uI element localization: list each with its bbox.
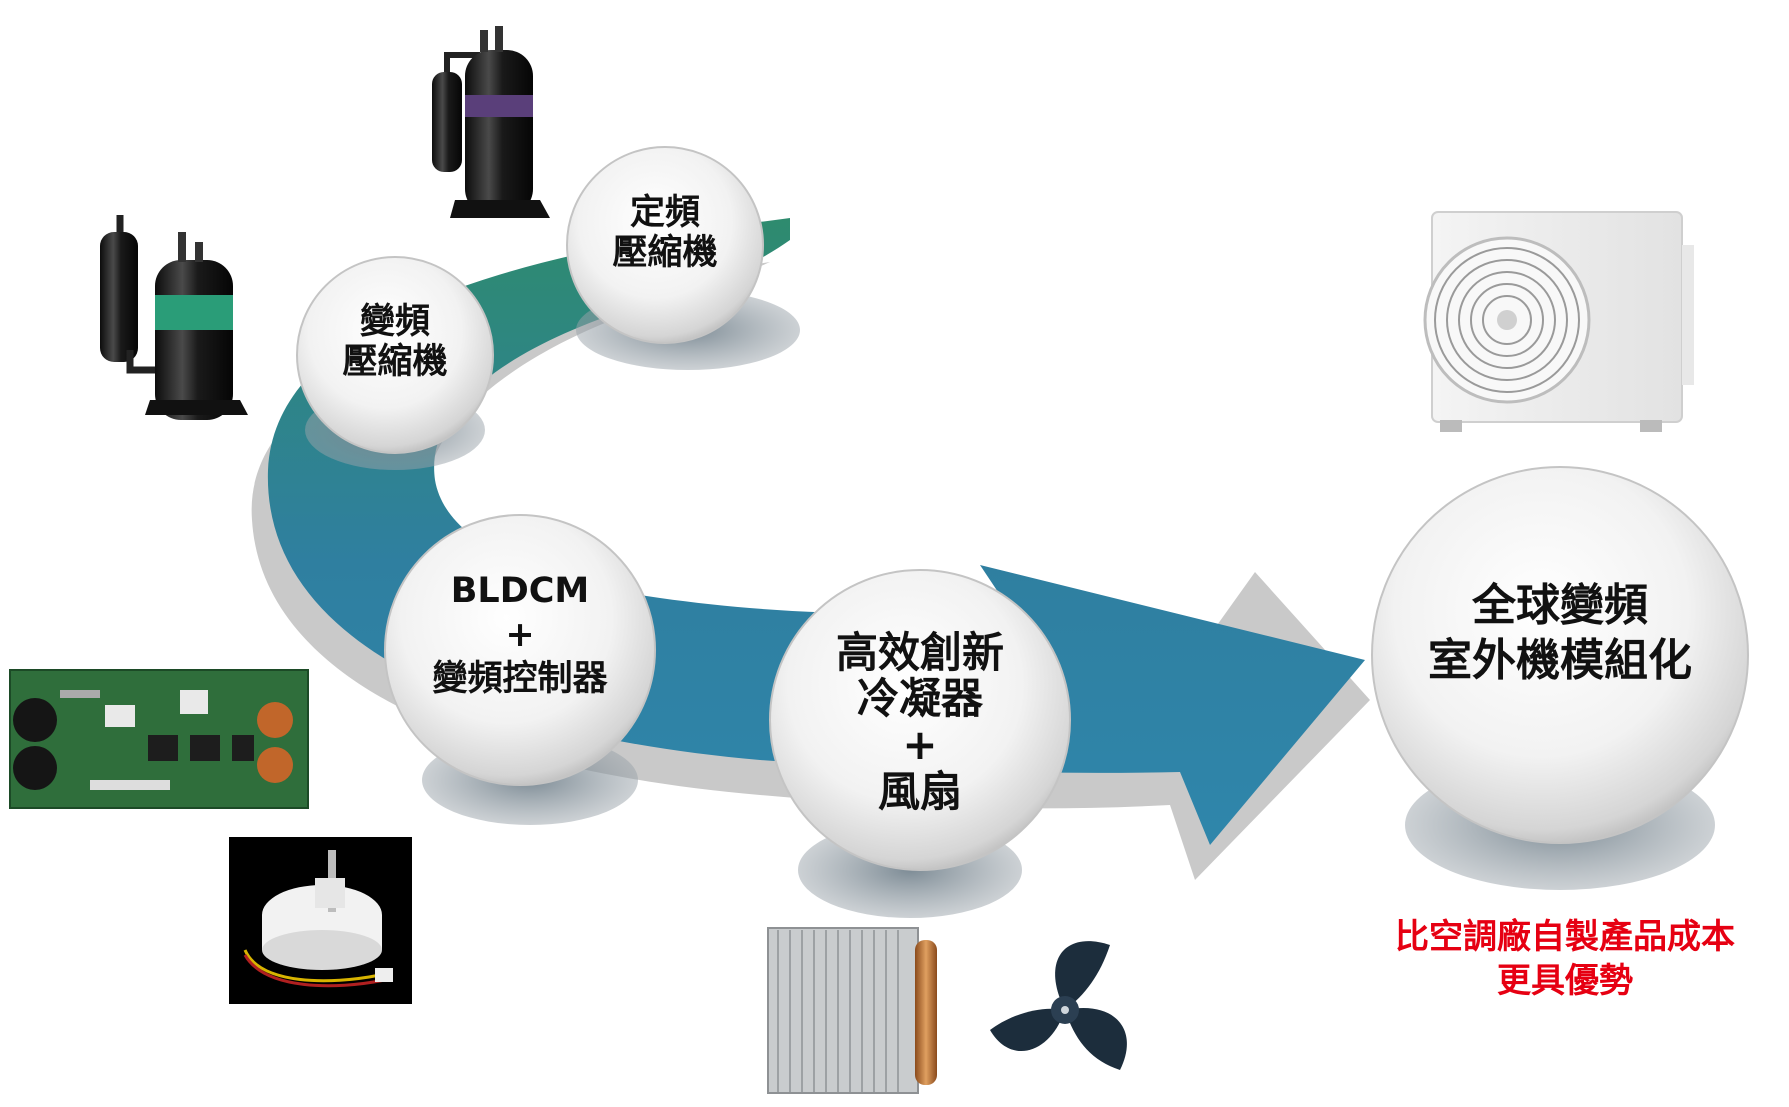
goal-line-1: 全球變頻	[1472, 580, 1648, 631]
bldcm-line-1: BLDCM	[450, 571, 590, 611]
condenser-line-3: +	[902, 720, 938, 770]
fixed-compressor-image	[413, 8, 565, 234]
fixed-compressor-line-2: 壓縮機	[612, 233, 718, 274]
condenser-line-2: 冷凝器	[856, 674, 983, 724]
fixed-compressor-label: 定頻 壓縮機	[585, 193, 745, 274]
inverter-compressor-label: 變頻 壓縮機	[315, 302, 475, 383]
stage-inverter-compressor	[296, 256, 494, 470]
fixed-compressor-line-1: 定頻	[629, 193, 700, 233]
condenser-line-1: 高效創新	[835, 628, 1004, 677]
inverter-compressor-line-2: 壓縮機	[342, 342, 448, 383]
bldcm-line-2: +	[505, 614, 535, 655]
control-board-image	[9, 669, 309, 809]
fan-motor-image	[229, 837, 412, 1004]
condenser-image	[760, 920, 940, 1100]
bldcm-label: BLDCM + 變頻控制器	[395, 570, 645, 701]
goal-line-2: 室外機模組化	[1428, 635, 1692, 686]
inverter-compressor-image	[88, 192, 256, 440]
inverter-compressor-line-1: 變頻	[359, 302, 430, 342]
condenser-line-4: 風扇	[877, 766, 962, 816]
bldcm-line-3: 變頻控制器	[432, 658, 608, 699]
stage-fixed-compressor	[566, 146, 800, 370]
fan-blade-image	[985, 930, 1145, 1090]
stage-bldcm	[384, 514, 656, 825]
stage-condenser	[769, 569, 1071, 918]
outdoor-unit-image	[1423, 210, 1695, 440]
stage-goal	[1371, 466, 1749, 890]
cost-advantage-note: 比空調廠自製產品成本 更具優勢	[1350, 915, 1780, 1003]
condenser-label: 高效創新 冷凝器 + 風扇	[800, 628, 1040, 816]
cost-advantage-line-1: 比空調廠自製產品成本	[1395, 917, 1735, 957]
goal-label: 全球變頻 室外機模組化	[1385, 578, 1735, 688]
cost-advantage-line-2: 更具優勢	[1497, 961, 1633, 1002]
